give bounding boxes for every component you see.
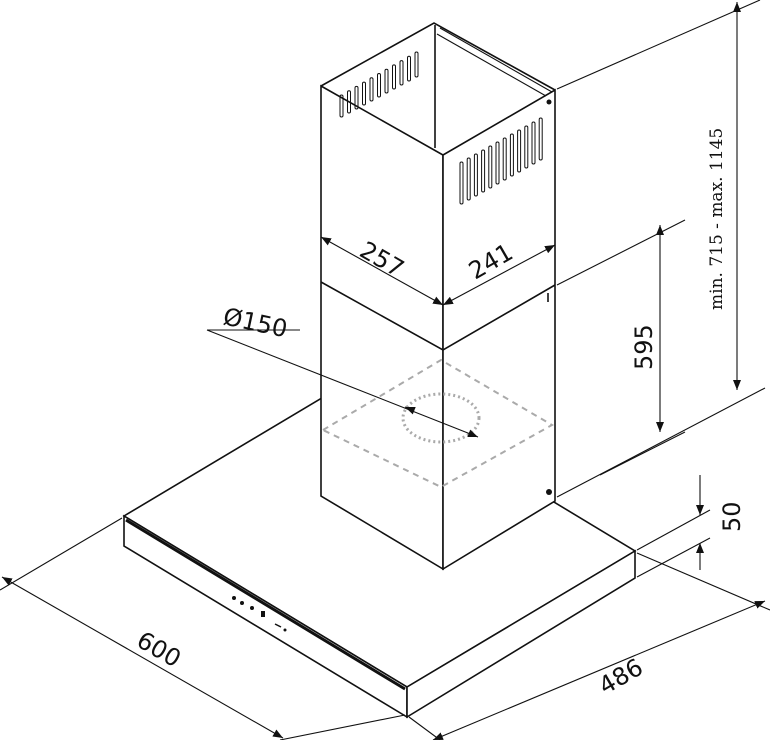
dim-total-height: min. 715 - max. 1145: [707, 128, 727, 310]
vent-slot: [502, 137, 507, 181]
vent-slot: [392, 64, 396, 90]
vent-slot: [524, 125, 529, 169]
vent-slot: [495, 141, 500, 185]
vent-slots: [339, 51, 543, 205]
vent-slot: [509, 133, 514, 177]
vent-slot: [488, 145, 493, 189]
dim-hood-thickness: 50: [718, 501, 746, 532]
vent-slot: [481, 149, 486, 193]
vent-slot: [347, 90, 351, 114]
vent-slot: [459, 161, 464, 205]
vent-slot: [466, 157, 471, 201]
dim-hood-width: 600: [132, 626, 186, 673]
vent-slot: [407, 55, 411, 82]
vent-slot: [538, 117, 543, 161]
dim-lower-chimney-height: 595: [630, 324, 658, 370]
dim-hood-depth: 486: [594, 653, 648, 700]
vent-slot: [362, 81, 366, 106]
vent-slot: [354, 85, 359, 110]
chimney: [320, 22, 556, 571]
vent-slot: [531, 121, 536, 165]
vent-slot: [377, 73, 381, 98]
vent-slot: [369, 77, 374, 102]
vent-slot: [414, 51, 419, 78]
vent-slot: [339, 94, 344, 118]
vent-slot: [399, 60, 404, 86]
vent-slot: [473, 153, 478, 197]
vent-slot: [517, 129, 522, 173]
dim-duct-diameter: Ø150: [221, 302, 290, 343]
vent-slot: [384, 68, 389, 94]
